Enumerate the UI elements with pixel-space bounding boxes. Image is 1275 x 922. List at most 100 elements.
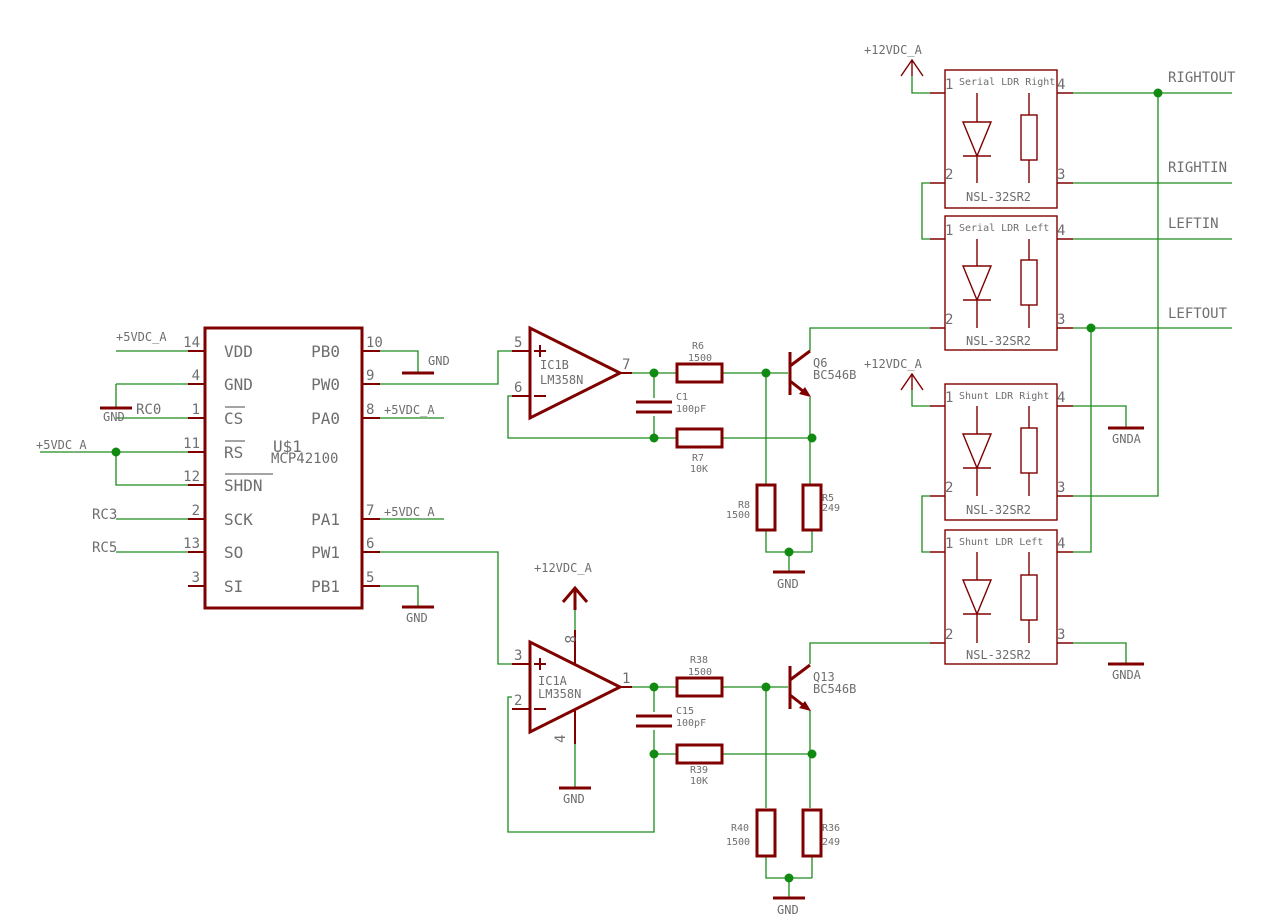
net-label-rc5: RC5: [92, 540, 117, 556]
ldr-pin-num: 2: [945, 480, 953, 496]
opamp-ic1b[interactable]: 5 6 7 IC1B LM358N: [512, 325, 632, 421]
ldr-pin-num: 3: [1057, 627, 1065, 643]
opamp-pin-num: 5: [514, 335, 522, 351]
mcp-pin-num: 13: [183, 536, 200, 552]
net-label-rightout: RIGHTOUT: [1168, 70, 1236, 86]
ldr-pin-num: 2: [945, 167, 953, 183]
resistor-r39[interactable]: R39 10K: [675, 743, 724, 787]
transistor-name: Q13: [813, 670, 835, 684]
opamp-pin-num: 1: [622, 671, 630, 687]
mcp-pin-num: 5: [366, 570, 374, 586]
ldr-value: NSL-32SR2: [966, 503, 1031, 517]
transistor-value: BC546B: [813, 682, 856, 696]
resistor-r6[interactable]: R6 1500: [675, 341, 724, 384]
ground-label: GNDA: [1112, 668, 1142, 682]
capacitor-name: C1: [676, 392, 688, 403]
capacitor-value: 100pF: [676, 718, 706, 729]
wires: [40, 76, 1232, 898]
resistor-r36[interactable]: R36 249: [801, 808, 840, 858]
ground-label: GND: [777, 903, 799, 917]
resistor-r38[interactable]: R38 1500: [675, 655, 724, 698]
opamp-pin-num: 6: [514, 380, 522, 396]
junction-dot: [784, 873, 794, 883]
ground-label: GND: [777, 577, 799, 591]
resistor-name: R38: [690, 655, 708, 666]
ground-symbol: GNDA: [1108, 662, 1144, 682]
opamp-pin-num: 3: [514, 648, 522, 664]
mcp-pin-label: PA1: [311, 510, 340, 529]
resistor-value: 1500: [726, 510, 750, 521]
mcp-pin-num: 7: [366, 503, 374, 519]
opamp-ic1a[interactable]: 3 2 1 8 4 IC1A LM358N: [512, 630, 632, 744]
resistor-value: 10K: [690, 776, 708, 787]
ldr-serial-left[interactable]: 1 2 4 3 Serial LDR Left NSL-32SR2: [930, 215, 1073, 351]
resistor-value: 249: [822, 503, 840, 514]
junction-dot: [1086, 323, 1096, 333]
junction-dot: [649, 368, 659, 378]
mcp-pin-label: RS: [224, 443, 243, 462]
ldr-pin-num: 4: [1057, 223, 1065, 239]
resistor-value: 1500: [688, 353, 712, 364]
supply-12v-symbol: +12VDC_A: [534, 561, 593, 610]
ground-symbol: GND: [559, 786, 591, 806]
ldr-shunt-left[interactable]: 1 2 4 3 Shunt LDR Left NSL-32SR2: [930, 529, 1073, 665]
mcp-pin-label: PB1: [311, 577, 340, 596]
mcp-pin-label: GND: [224, 375, 253, 394]
resistor-r40[interactable]: R40 1500: [726, 808, 777, 858]
capacitor-value: 100pF: [676, 404, 706, 415]
transistor-q6[interactable]: Q6 BC546B: [788, 349, 856, 397]
mcp-pin-label: CS: [224, 409, 243, 428]
transistor-q13[interactable]: Q13 BC546B: [788, 663, 856, 711]
mcp-pin-label: PW0: [311, 375, 340, 394]
resistor-r5[interactable]: R5 249: [801, 483, 840, 532]
resistor-value: 249: [822, 837, 840, 848]
ldr-pin-num: 2: [945, 627, 953, 643]
mcp-pin-num: 6: [366, 536, 374, 552]
mcp-pin-num: 4: [192, 368, 200, 384]
junction-dot: [649, 749, 659, 759]
opamp-name: IC1A: [538, 674, 568, 688]
mcp-pin-num: 8: [366, 402, 374, 418]
ldr-shunt-right[interactable]: 1 2 4 3 Shunt LDR Right NSL-32SR2: [930, 383, 1073, 521]
ground-symbol: GND: [773, 570, 805, 591]
ground-symbol: GND: [773, 896, 805, 917]
net-label-rc0: RC0: [136, 402, 161, 418]
ldr-pin-num: 4: [1057, 390, 1065, 406]
mcp42100-chip[interactable]: 14 4 1 11 12 2 13 3 VDD GND CS RS SHDN S…: [183, 326, 383, 610]
resistor-r7[interactable]: R7 10K: [675, 427, 724, 475]
junction-dot: [111, 447, 121, 457]
mcp-part-value: MCP42100: [271, 451, 338, 467]
junction-dot: [649, 433, 659, 443]
ldr-name: Serial LDR Left: [959, 223, 1049, 234]
ground-label: GNDA: [1112, 432, 1142, 446]
ground-symbol: GND: [402, 605, 434, 625]
mcp-pin-num: 10: [366, 335, 383, 351]
supply-label-5v: +5VDC_A: [384, 403, 435, 417]
opamp-pin-num: 2: [514, 693, 522, 709]
junction-dot: [807, 433, 817, 443]
ldr-name: Serial LDR Right: [959, 77, 1055, 88]
ldr-pin-num: 3: [1057, 167, 1065, 183]
opamp-pin-num: 7: [622, 357, 630, 373]
opamp-pin-num: 4: [553, 735, 569, 743]
mcp-pin-num: 12: [183, 469, 200, 485]
ldr-name: Shunt LDR Right: [959, 391, 1049, 402]
ground-symbol: GNDA: [1108, 426, 1144, 446]
resistor-name: R7: [692, 453, 704, 464]
opamp-value: LM358N: [540, 373, 583, 387]
capacitor-c15[interactable]: C15 100pF: [636, 706, 706, 729]
ldr-pin-num: 2: [945, 312, 953, 328]
ldr-serial-right[interactable]: 1 2 4 3 Serial LDR Right NSL-32SR2: [930, 69, 1073, 209]
resistor-r8[interactable]: R8 1500: [726, 483, 777, 532]
mcp-pin-num: 11: [183, 436, 200, 452]
capacitor-c1[interactable]: C1 100pF: [636, 392, 706, 415]
ground-label: GND: [103, 410, 125, 424]
resistor-name: R36: [822, 823, 840, 834]
ldr-value: NSL-32SR2: [966, 648, 1031, 662]
mcp-pin-label: SHDN: [224, 476, 263, 495]
opamp-pin-num: 8: [561, 635, 577, 643]
junction-dot: [649, 682, 659, 692]
mcp-pin-num: 2: [192, 503, 200, 519]
mcp-pin-label: VDD: [224, 342, 253, 361]
resistor-value: 1500: [726, 837, 750, 848]
